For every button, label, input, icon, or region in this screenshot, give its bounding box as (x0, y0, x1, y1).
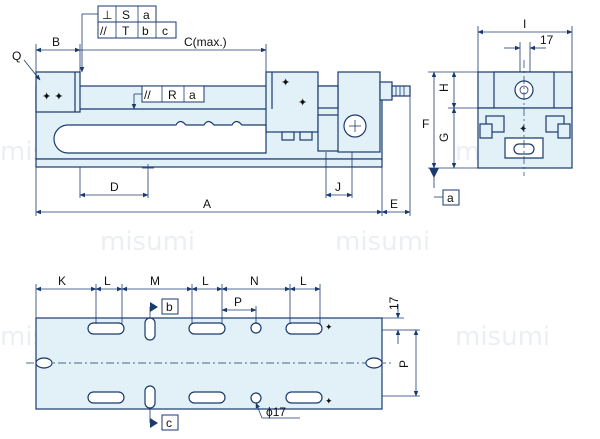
svg-text:✦: ✦ (298, 97, 307, 109)
svg-text:L: L (104, 274, 111, 288)
guide-slot (53, 120, 267, 154)
mounting-slot (87, 322, 125, 335)
svg-text:A: A (203, 197, 211, 211)
tolerance-frame-middle: // R a (131, 85, 205, 110)
dimension-A: A (35, 167, 383, 216)
svg-text:S: S (122, 8, 130, 22)
svg-text:✦: ✦ (325, 396, 333, 406)
top-view: ✦ ✦ (26, 317, 392, 410)
svg-text:H: H (437, 83, 451, 92)
svg-text://: // (144, 88, 151, 102)
svg-text:G: G (437, 133, 451, 142)
svg-text:R: R (168, 88, 177, 102)
svg-text:c: c (162, 24, 168, 38)
fixed-jaw (35, 71, 81, 113)
svg-text:Q: Q (12, 49, 21, 63)
vertical-slot (144, 385, 156, 409)
svg-text:ϕ17: ϕ17 (266, 405, 286, 419)
side-view: ✦ ✦ ✦ ✦ (35, 71, 411, 172)
dimension-17-top: 17 (504, 33, 554, 72)
svg-text:✦: ✦ (325, 322, 333, 332)
round-hole (250, 322, 262, 334)
tolerance-frame-top: ⊥ S a // T b c (79, 5, 177, 73)
svg-text:E: E (390, 197, 398, 211)
svg-text:N: N (250, 274, 259, 288)
svg-text:a: a (447, 191, 454, 205)
top-view-dimensions: K L M L N L P b c ϕ17 17 P (35, 274, 420, 431)
mounting-slot (188, 391, 226, 404)
end-hole-right (365, 357, 383, 369)
svg-text:b: b (166, 300, 173, 314)
dimension-B: B (35, 35, 81, 72)
svg-text:⊥: ⊥ (102, 8, 112, 22)
svg-text:B: B (52, 35, 60, 49)
svg-text:F: F (422, 117, 429, 131)
round-hole (250, 392, 262, 404)
dimension-I: I (477, 17, 573, 72)
watermark-text: misumi (455, 322, 550, 352)
svg-text:L: L (300, 274, 307, 288)
svg-text:L: L (202, 274, 209, 288)
watermark-text: misumi (100, 227, 195, 257)
mounting-slot (285, 391, 323, 404)
svg-text:17: 17 (387, 296, 401, 310)
svg-text:c: c (166, 416, 172, 430)
label-Q: Q (12, 49, 41, 81)
svg-text:P: P (397, 360, 411, 368)
svg-text:K: K (58, 274, 66, 288)
svg-text:M: M (150, 274, 160, 288)
svg-text:P: P (234, 295, 242, 309)
movable-jaw (265, 71, 319, 133)
svg-text:a: a (189, 88, 196, 102)
dimension-H-F-G: H F G (422, 71, 478, 169)
dimension-J: J (325, 152, 353, 198)
svg-text:✦ ✦: ✦ ✦ (42, 91, 64, 103)
svg-text:b: b (142, 24, 149, 38)
svg-text:C(max.): C(max.) (184, 35, 227, 49)
mounting-slot (188, 322, 226, 335)
datum-a: a (429, 168, 460, 206)
watermark-text: misumi (335, 227, 430, 257)
svg-text:J: J (335, 180, 341, 194)
dimension-E: E (381, 96, 411, 216)
svg-text:✦: ✦ (281, 77, 290, 89)
end-view: ✦ (477, 60, 573, 176)
dimension-D: D (79, 167, 149, 198)
mounting-slot (285, 322, 323, 335)
svg-text:17: 17 (540, 33, 554, 47)
end-hole-left (35, 357, 53, 369)
svg-text:I: I (523, 17, 526, 31)
dimension-C: C(max.) (80, 35, 267, 72)
vise-base-strip (35, 158, 383, 168)
svg-text:a: a (143, 8, 150, 22)
svg-text:D: D (110, 180, 119, 194)
mounting-slot (87, 391, 125, 404)
svg-text:✦: ✦ (519, 124, 527, 135)
screw-block (337, 71, 381, 153)
svg-text:T: T (122, 24, 130, 38)
vertical-slot (144, 317, 156, 341)
svg-text://: // (100, 24, 107, 38)
